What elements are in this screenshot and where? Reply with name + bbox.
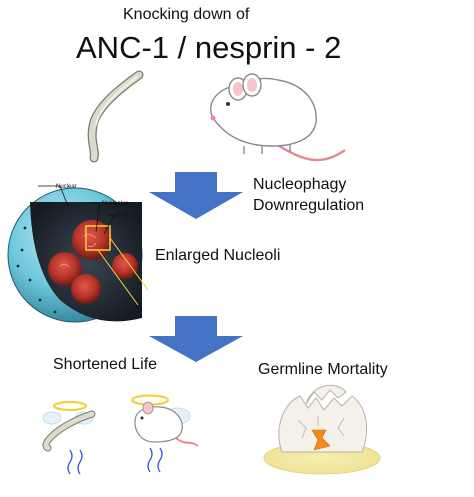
step1-label-line2: Downregulation bbox=[253, 197, 365, 214]
result-germline-mortality: Germline Mortality bbox=[258, 361, 388, 378]
title-small: Knocking down of bbox=[123, 6, 250, 23]
worm-icon bbox=[87, 70, 144, 163]
label-rrna: rRNA bbox=[114, 213, 129, 219]
angel-mouse-icon bbox=[130, 394, 199, 473]
down-arrow-1 bbox=[149, 172, 243, 219]
result-shortened-life: Shortened Life bbox=[53, 356, 158, 373]
nucleus-illustration: Nuclear Nucleolus rRNA bbox=[7, 184, 149, 323]
cracked-egg-icon bbox=[263, 384, 381, 475]
mouse-icon bbox=[210, 73, 346, 162]
angel-worm-icon bbox=[42, 400, 96, 475]
label-nuclear: Nuclear bbox=[56, 184, 77, 190]
title-large: ANC-1 / nesprin - 2 bbox=[76, 30, 342, 65]
step1-label-line1: Nucleophagy bbox=[253, 176, 347, 193]
down-arrow-2 bbox=[149, 316, 243, 362]
outcome-enlarged-nucleoli: Enlarged Nucleoli bbox=[155, 247, 281, 264]
label-nucleolus: Nucleolus bbox=[102, 201, 128, 207]
